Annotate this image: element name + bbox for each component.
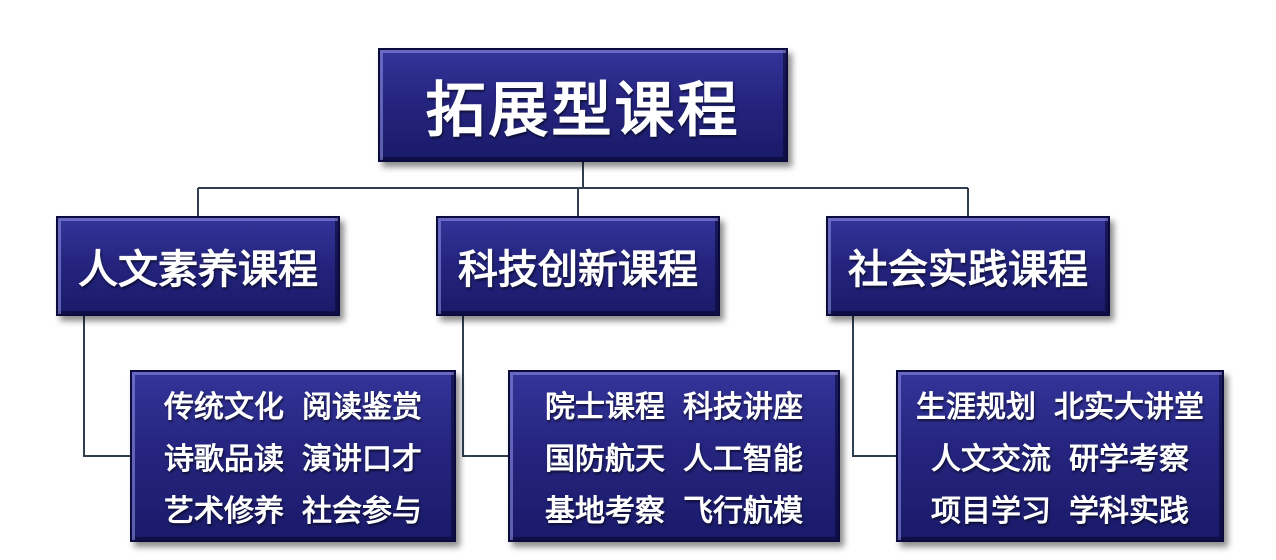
- root-node: 拓展型课程: [378, 48, 788, 162]
- course-list-social-practice: 生涯规划 北实大讲堂 人文交流 研学考察 项目学习 学科实践: [896, 370, 1224, 542]
- course-item: 阅读鉴赏: [302, 390, 422, 425]
- connector-cat-1-to-sub: [462, 316, 508, 457]
- course-row: 人文交流 研学考察: [931, 434, 1189, 478]
- category-node-social-practice: 社会实践课程: [826, 216, 1110, 316]
- category-label: 人文素养课程: [78, 247, 318, 293]
- course-list-humanities: 传统文化 阅读鉴赏 诗歌品读 演讲口才 艺术修养 社会参与: [130, 370, 456, 542]
- course-row: 国防航天 人工智能: [545, 434, 803, 478]
- root-label: 拓展型课程: [425, 75, 741, 146]
- course-item: 基地考察: [545, 494, 665, 529]
- course-item: 科技讲座: [683, 390, 803, 425]
- course-list-technology: 院士课程 科技讲座 国防航天 人工智能 基地考察 飞行航模: [508, 370, 840, 542]
- course-item: 北实大讲堂: [1054, 390, 1204, 425]
- connector-cat-0-to-sub: [83, 316, 130, 457]
- course-item: 生涯规划: [916, 390, 1036, 425]
- category-label: 科技创新课程: [458, 247, 698, 293]
- connector-cat-2-to-sub: [852, 316, 896, 457]
- course-row: 艺术修养 社会参与: [164, 486, 422, 530]
- course-item: 飞行航模: [683, 494, 803, 529]
- category-node-humanities: 人文素养课程: [56, 216, 340, 316]
- course-item: 人文交流: [931, 442, 1051, 477]
- course-item: 诗歌品读: [164, 442, 284, 477]
- course-item: 艺术修养: [164, 494, 284, 529]
- course-row: 院士课程 科技讲座: [545, 382, 803, 426]
- course-item: 学科实践: [1069, 494, 1189, 529]
- course-item: 社会参与: [302, 494, 422, 529]
- course-item: 演讲口才: [302, 442, 422, 477]
- course-row: 传统文化 阅读鉴赏: [164, 382, 422, 426]
- course-row: 诗歌品读 演讲口才: [164, 434, 422, 478]
- course-item: 人工智能: [683, 442, 803, 477]
- course-row: 基地考察 飞行航模: [545, 486, 803, 530]
- course-item: 院士课程: [545, 390, 665, 425]
- course-row: 生涯规划 北实大讲堂: [916, 382, 1204, 426]
- course-row: 项目学习 学科实践: [931, 486, 1189, 530]
- course-item: 国防航天: [545, 442, 665, 477]
- course-item: 传统文化: [164, 390, 284, 425]
- course-item: 研学考察: [1069, 442, 1189, 477]
- course-item: 项目学习: [931, 494, 1051, 529]
- category-label: 社会实践课程: [848, 247, 1088, 293]
- category-node-technology: 科技创新课程: [436, 216, 720, 316]
